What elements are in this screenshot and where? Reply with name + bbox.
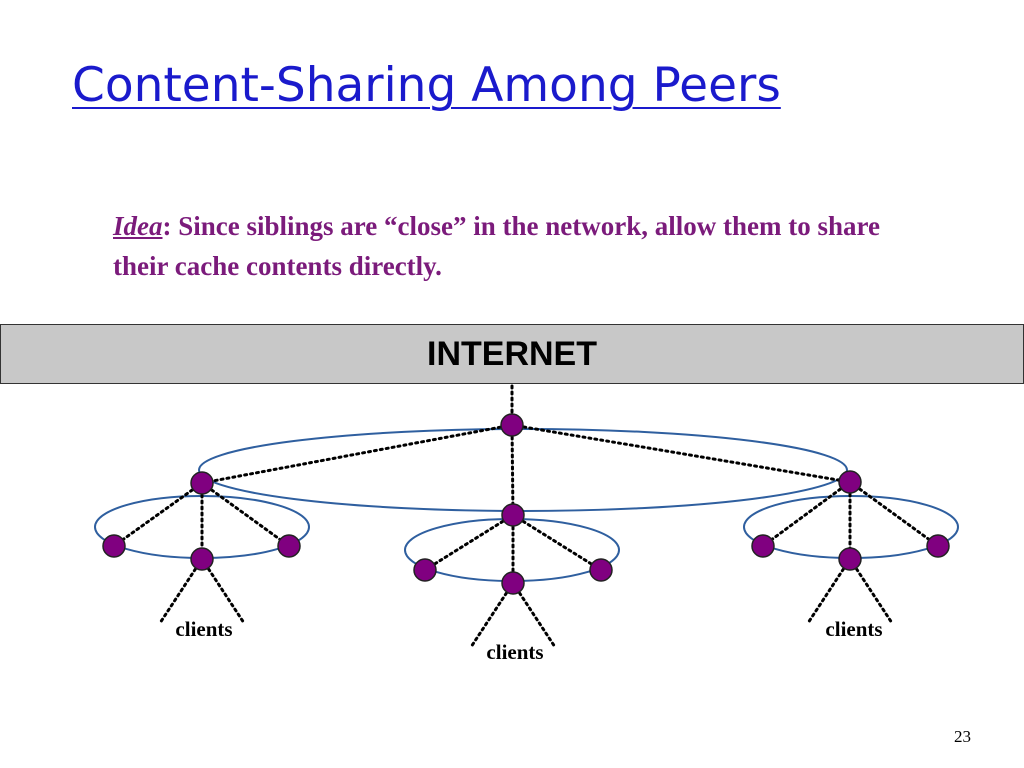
left-leaf-node-b bbox=[190, 547, 214, 571]
left-cache-node bbox=[190, 471, 214, 495]
right-leaf-node-c bbox=[926, 534, 950, 558]
middle-leaf-node-c bbox=[589, 558, 613, 582]
link-root-middle bbox=[510, 423, 515, 517]
link-middle-client-a bbox=[469, 581, 515, 649]
link-middle-a bbox=[423, 513, 515, 572]
link-root-right bbox=[510, 423, 852, 484]
link-left-c bbox=[200, 481, 291, 548]
internet-label: INTERNET bbox=[427, 334, 597, 373]
link-left-client-b bbox=[200, 557, 246, 625]
clients-label-right: clients bbox=[825, 617, 882, 641]
right-cache-node bbox=[838, 470, 862, 494]
root-cache-node bbox=[500, 413, 524, 437]
link-right-client-a bbox=[806, 557, 852, 625]
link-left-a bbox=[112, 481, 204, 548]
link-left-client-a bbox=[158, 557, 204, 625]
idea-keyword: Idea bbox=[113, 211, 163, 241]
left-leaf-node-a bbox=[102, 534, 126, 558]
middle-leaf-node-b bbox=[501, 571, 525, 595]
right-leaf-node-b bbox=[838, 547, 862, 571]
clients-label-middle: clients bbox=[486, 640, 543, 664]
link-root-left bbox=[200, 423, 514, 485]
page-number: 23 bbox=[954, 727, 971, 746]
slide-title: Content-Sharing Among Peers bbox=[72, 58, 781, 113]
idea-text: Idea: Since siblings are “close” in the … bbox=[113, 206, 913, 286]
link-right-client-b bbox=[848, 557, 894, 625]
middle-cache-node bbox=[501, 503, 525, 527]
link-right-c bbox=[848, 480, 940, 548]
link-right-a bbox=[761, 480, 852, 548]
link-middle-client-b bbox=[511, 581, 557, 649]
internet-bar: INTERNET bbox=[0, 324, 1024, 384]
clients-label-left: clients bbox=[175, 617, 232, 641]
middle-leaf-node-a bbox=[413, 558, 437, 582]
link-middle-c bbox=[511, 513, 603, 572]
idea-body: : Since siblings are “close” in the netw… bbox=[113, 211, 880, 281]
left-leaf-node-c bbox=[277, 534, 301, 558]
top-sibling-ring bbox=[198, 428, 848, 512]
right-leaf-node-a bbox=[751, 534, 775, 558]
